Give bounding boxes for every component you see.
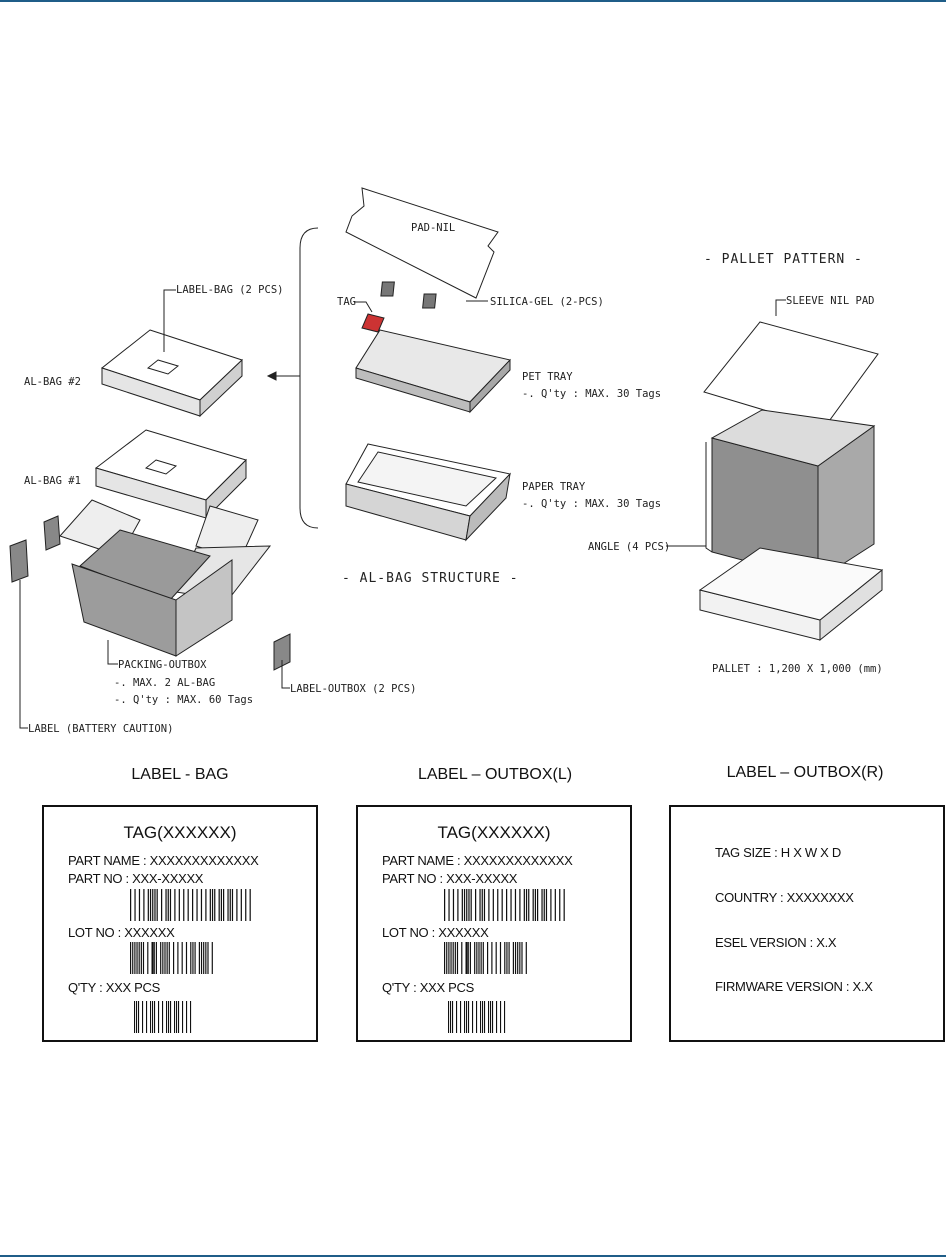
label-outbox-label: LABEL-OUTBOX (2 PCS): [290, 683, 416, 695]
label-bag-card: TAG(XXXXXX) PART NAME : XXXXXXXXXXXXX PA…: [42, 805, 318, 1042]
tag-label: TAG: [337, 296, 356, 308]
label-outbox-r-title: LABEL – OUTBOX(R): [726, 764, 884, 781]
packing-diagram: PAD-NIL TAG SILICA-GEL (2-PCS) LABEL-BAG…: [9, 187, 884, 735]
label-outbox-r-card: TAG SIZE : H X W X D COUNTRY : XXXXXXXX …: [669, 805, 945, 1042]
al-bag-1-label: AL-BAG #1: [24, 475, 81, 487]
packing-outbox-line2: -. Q'ty : MAX. 60 Tags: [114, 694, 253, 706]
label-outbox-a: [43, 515, 61, 551]
tag-shape: [361, 313, 385, 333]
label-outbox-l-card: TAG(XXXXXX) PART NAME : XXXXXXXXXXXXX PA…: [356, 805, 632, 1042]
label-bag-head: TAG(XXXXXX): [123, 823, 237, 842]
pallet-pattern-title: - PALLET PATTERN -: [704, 252, 863, 267]
packing-outbox-label: PACKING-OUTBOX: [118, 659, 207, 671]
pet-tray-qty: -. Q'ty : MAX. 30 Tags: [522, 388, 661, 400]
barcode-part-no: [444, 889, 565, 921]
paper-tray-label: PAPER TRAY: [522, 481, 586, 493]
sleeve-nil-pad-label: SLEEVE NIL PAD: [786, 295, 875, 307]
label-outbox-r-firmware-version: FIRMWARE VERSION : X.X: [715, 979, 873, 994]
label-battery-label: LABEL (BATTERY CAUTION): [28, 723, 173, 735]
pad-nil-sheet: [345, 187, 499, 299]
al-bag-2-label: AL-BAG #2: [24, 376, 81, 388]
label-outbox-r-country: COUNTRY : XXXXXXXX: [715, 890, 854, 905]
label-outbox-l-part-name: PART NAME : XXXXXXXXXXXXX: [382, 853, 573, 868]
barcode-lot-no: [444, 942, 527, 974]
barcode-qty: [448, 1001, 506, 1033]
angle-label: ANGLE (4 PCS): [588, 541, 670, 553]
barcode-lot-no: [130, 942, 213, 974]
label-bag-lot-no: LOT NO : XXXXXX: [68, 925, 175, 940]
label-bag-patch: [146, 359, 180, 375]
silica-gel-1: [380, 281, 395, 297]
silica-gel-label: SILICA-GEL (2-PCS): [490, 296, 604, 308]
pallet-label: PALLET : 1,200 X 1,000 (mm): [712, 663, 883, 675]
al-bag-structure-title: - AL-BAG STRUCTURE -: [342, 571, 519, 586]
label-bag-title: LABEL - BAG: [131, 766, 229, 783]
label-bag-part-no: PART NO : XXX-XXXXX: [68, 871, 204, 886]
label-outbox-b: [273, 633, 291, 671]
label-battery-caution: [9, 539, 29, 583]
packing-outbox: [59, 499, 272, 657]
pallet-stack: [666, 299, 884, 642]
sleeve-nil-pad: [703, 321, 879, 429]
label-outbox-l-title: LABEL – OUTBOX(L): [417, 766, 573, 783]
structure-bracket: [299, 227, 319, 529]
silica-gel-2: [422, 293, 437, 309]
pet-tray: [355, 329, 511, 414]
packing-outbox-line1: -. MAX. 2 AL-BAG: [114, 677, 215, 689]
paper-tray-qty: -. Q'ty : MAX. 30 Tags: [522, 498, 661, 510]
bottom-rule: [0, 1255, 946, 1257]
al-bag-1: [94, 429, 247, 520]
label-outbox-l-head: TAG(XXXXXX): [437, 823, 551, 842]
diagram-labels: PAD-NIL TAG SILICA-GEL (2-PCS) LABEL-BAG…: [24, 222, 883, 735]
label-bag-part-name: PART NAME : XXXXXXXXXXXXX: [68, 853, 259, 868]
pad-nil-label: PAD-NIL: [411, 222, 455, 234]
paper-tray: [345, 443, 511, 542]
barcode-part-no: [130, 889, 251, 921]
label-outbox-r-esel-version: ESEL VERSION : X.X: [715, 935, 837, 950]
label-outbox-l-lot-no: LOT NO : XXXXXX: [382, 925, 489, 940]
barcode-qty: [134, 1001, 192, 1033]
label-outbox-r-tag-size: TAG SIZE : H X W X D: [715, 845, 841, 860]
top-rule: [0, 0, 946, 2]
label-bag-qty: Q'TY : XXX PCS: [68, 980, 160, 995]
label-outbox-l-qty: Q'TY : XXX PCS: [382, 980, 474, 995]
label-bag-label: LABEL-BAG (2 PCS): [176, 284, 283, 296]
al-bag-2: [100, 329, 243, 418]
pet-tray-label: PET TRAY: [522, 371, 573, 383]
label-outbox-l-part-no: PART NO : XXX-XXXXX: [382, 871, 518, 886]
